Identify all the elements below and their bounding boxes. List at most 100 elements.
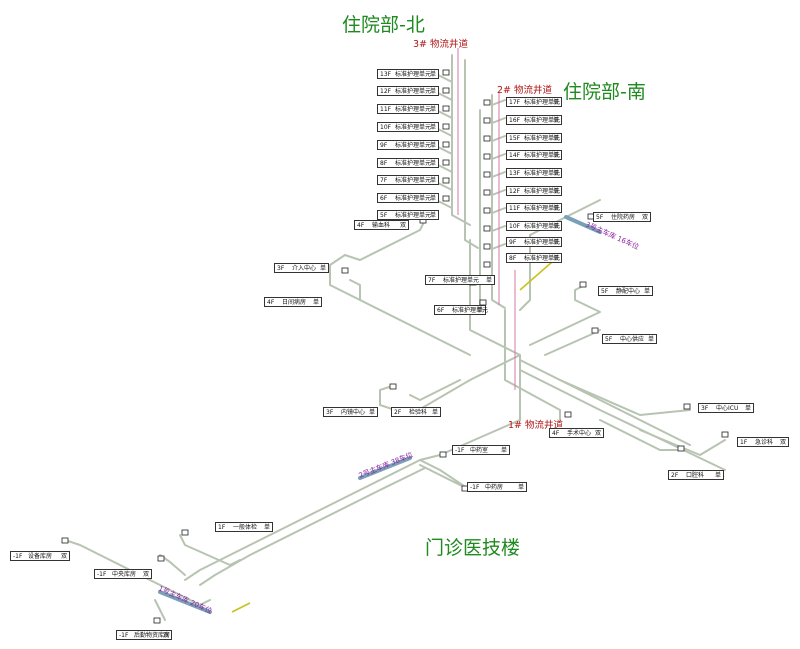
terminal-s11 bbox=[483, 207, 491, 214]
terminal-s16 bbox=[483, 117, 491, 124]
pipe-basement-west-2 bbox=[199, 467, 426, 586]
pipe-dental bbox=[599, 419, 681, 451]
terminal-or bbox=[564, 411, 572, 418]
terminal-s9 bbox=[483, 243, 491, 250]
pipe-dayward bbox=[349, 279, 361, 301]
pipe-interv bbox=[329, 254, 471, 356]
terminal-logistic bbox=[153, 617, 161, 624]
terminal-herb bbox=[439, 451, 447, 458]
pipe-basement-west bbox=[184, 459, 421, 581]
pipe-pivas bbox=[529, 284, 601, 346]
pipe-south-riser bbox=[491, 94, 506, 309]
terminal-s13 bbox=[483, 171, 491, 178]
shaft-label-3: 3# 物流井道 bbox=[413, 39, 469, 50]
building-label-north: 住院部-北 bbox=[342, 14, 425, 36]
terminal-s10 bbox=[483, 225, 491, 232]
pipe-trunk-1 bbox=[504, 309, 561, 421]
pipe-checkup bbox=[179, 534, 241, 566]
transfer-bar-2 bbox=[358, 456, 412, 480]
pipe-highlight-2 bbox=[231, 602, 251, 613]
pipe-lab bbox=[409, 379, 461, 401]
building-label-clinic: 门诊医技楼 bbox=[425, 537, 521, 559]
terminal-n11 bbox=[442, 105, 450, 112]
pipe-north-branches bbox=[437, 74, 453, 209]
pipe-basement-hub bbox=[419, 459, 471, 491]
terminal-n13 bbox=[442, 69, 450, 76]
pipe-logistic bbox=[154, 599, 166, 621]
pipe-main-trunk bbox=[469, 239, 521, 421]
shaft-label-1: 1# 物流井道 bbox=[508, 420, 564, 431]
terminal-n7 bbox=[442, 177, 450, 184]
pipe-infusion bbox=[344, 219, 426, 261]
pipe-er bbox=[639, 429, 726, 456]
terminal-checkup bbox=[181, 529, 189, 536]
terminal-n10 bbox=[442, 123, 450, 130]
pipe-icu bbox=[559, 379, 691, 416]
terminal-supply bbox=[591, 327, 599, 334]
terminal-pivas bbox=[579, 281, 587, 288]
transfer-bar-3 bbox=[564, 215, 602, 234]
terminal-interv bbox=[341, 267, 349, 274]
terminal-n8 bbox=[442, 159, 450, 166]
pipe-north-riser-2 bbox=[464, 59, 479, 249]
terminal-s12 bbox=[483, 189, 491, 196]
terminal-n9 bbox=[442, 141, 450, 148]
terminal-s14 bbox=[483, 153, 491, 160]
terminal-er bbox=[721, 431, 729, 438]
terminal-icu bbox=[683, 403, 691, 410]
terminal-central bbox=[157, 555, 165, 562]
pipe-pharmacy bbox=[519, 199, 601, 311]
building-label-south: 住院部-南 bbox=[563, 81, 646, 103]
terminal-s8 bbox=[483, 261, 491, 268]
terminal-n6 bbox=[442, 195, 450, 202]
transfer-bar-1 bbox=[158, 590, 212, 614]
terminal-equip bbox=[61, 537, 69, 544]
pipe-to-basement bbox=[419, 379, 521, 461]
terminal-s15 bbox=[483, 135, 491, 142]
terminal-s17 bbox=[483, 99, 491, 106]
shaft-label-2: 2# 物流井道 bbox=[497, 85, 553, 96]
terminal-endo bbox=[389, 383, 397, 390]
pipe-north-riser bbox=[451, 54, 471, 226]
terminal-dental bbox=[677, 445, 685, 452]
